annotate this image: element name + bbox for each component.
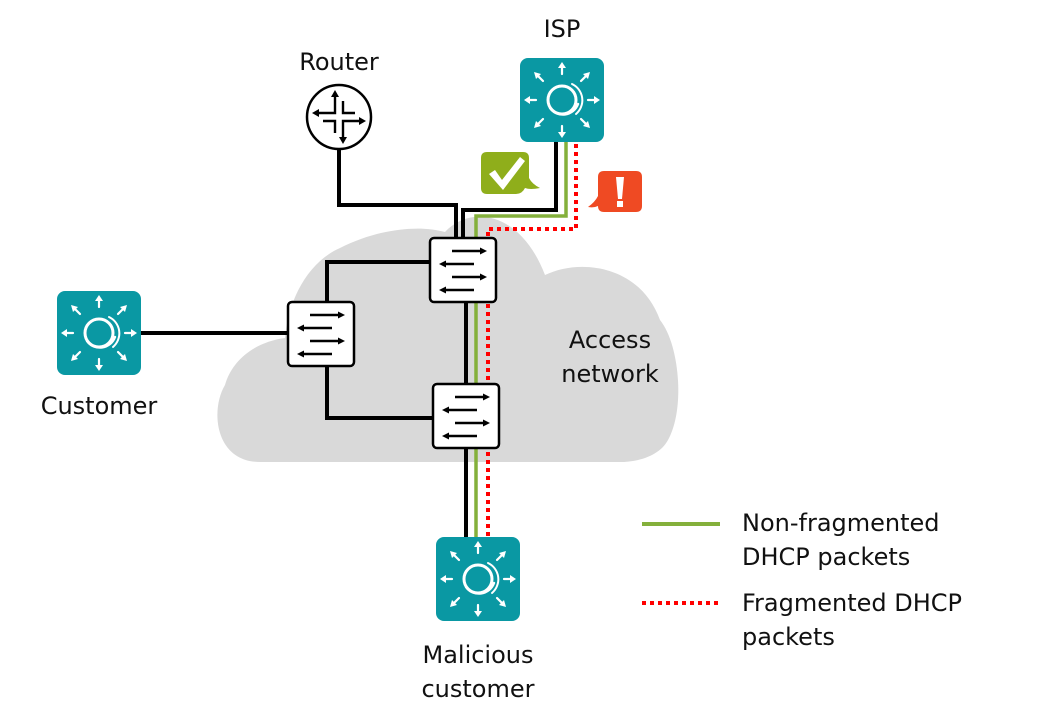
legend-fragmented-line1: Fragmented DHCP	[742, 589, 962, 617]
allowed-badge	[481, 152, 540, 194]
isp-node[interactable]	[518, 56, 606, 144]
cloud-label-line1: Access	[569, 326, 651, 354]
exclamation-icon	[616, 177, 624, 207]
link-switch-left-switch-bottom	[325, 366, 433, 420]
legend-item-fragmented: Fragmented DHCP packets	[642, 589, 962, 651]
malicious-customer-label-line2: customer	[421, 675, 534, 703]
link-router-switch-top	[337, 150, 458, 238]
isp-label: ISP	[544, 15, 581, 43]
switch-bottom[interactable]	[431, 382, 501, 450]
alert-badge	[588, 171, 642, 212]
access-network-cloud	[217, 216, 679, 462]
checkmark-icon	[489, 157, 525, 190]
fragmented-path	[486, 144, 578, 538]
legend-non-fragmented-line1: Non-fragmented	[742, 509, 940, 537]
link-switch-top-switch-left	[325, 260, 430, 302]
switch-top[interactable]	[428, 236, 498, 304]
legend-non-fragmented-line2: DHCP packets	[742, 543, 910, 571]
server-sunburst-icon	[518, 56, 606, 144]
cloud-label-line2: network	[561, 360, 659, 388]
legend: Non-fragmented DHCP packets Fragmented D…	[642, 509, 962, 651]
customer-label: Customer	[41, 392, 158, 420]
router-label: Router	[299, 48, 379, 76]
links	[140, 140, 558, 538]
link-isp-switch-top	[461, 140, 558, 238]
non-fragmented-path	[474, 140, 568, 538]
legend-fragmented-line2: packets	[742, 623, 835, 651]
switch-left[interactable]	[286, 300, 356, 368]
server-sunburst-icon	[55, 289, 143, 377]
malicious-customer-node[interactable]	[434, 535, 522, 623]
router-node[interactable]	[305, 83, 373, 151]
router-crossed-arrows-icon	[305, 83, 373, 151]
legend-item-non-fragmented: Non-fragmented DHCP packets	[642, 509, 940, 571]
customer-node[interactable]	[55, 289, 143, 377]
server-sunburst-icon	[434, 535, 522, 623]
malicious-customer-label-line1: Malicious	[422, 641, 533, 669]
